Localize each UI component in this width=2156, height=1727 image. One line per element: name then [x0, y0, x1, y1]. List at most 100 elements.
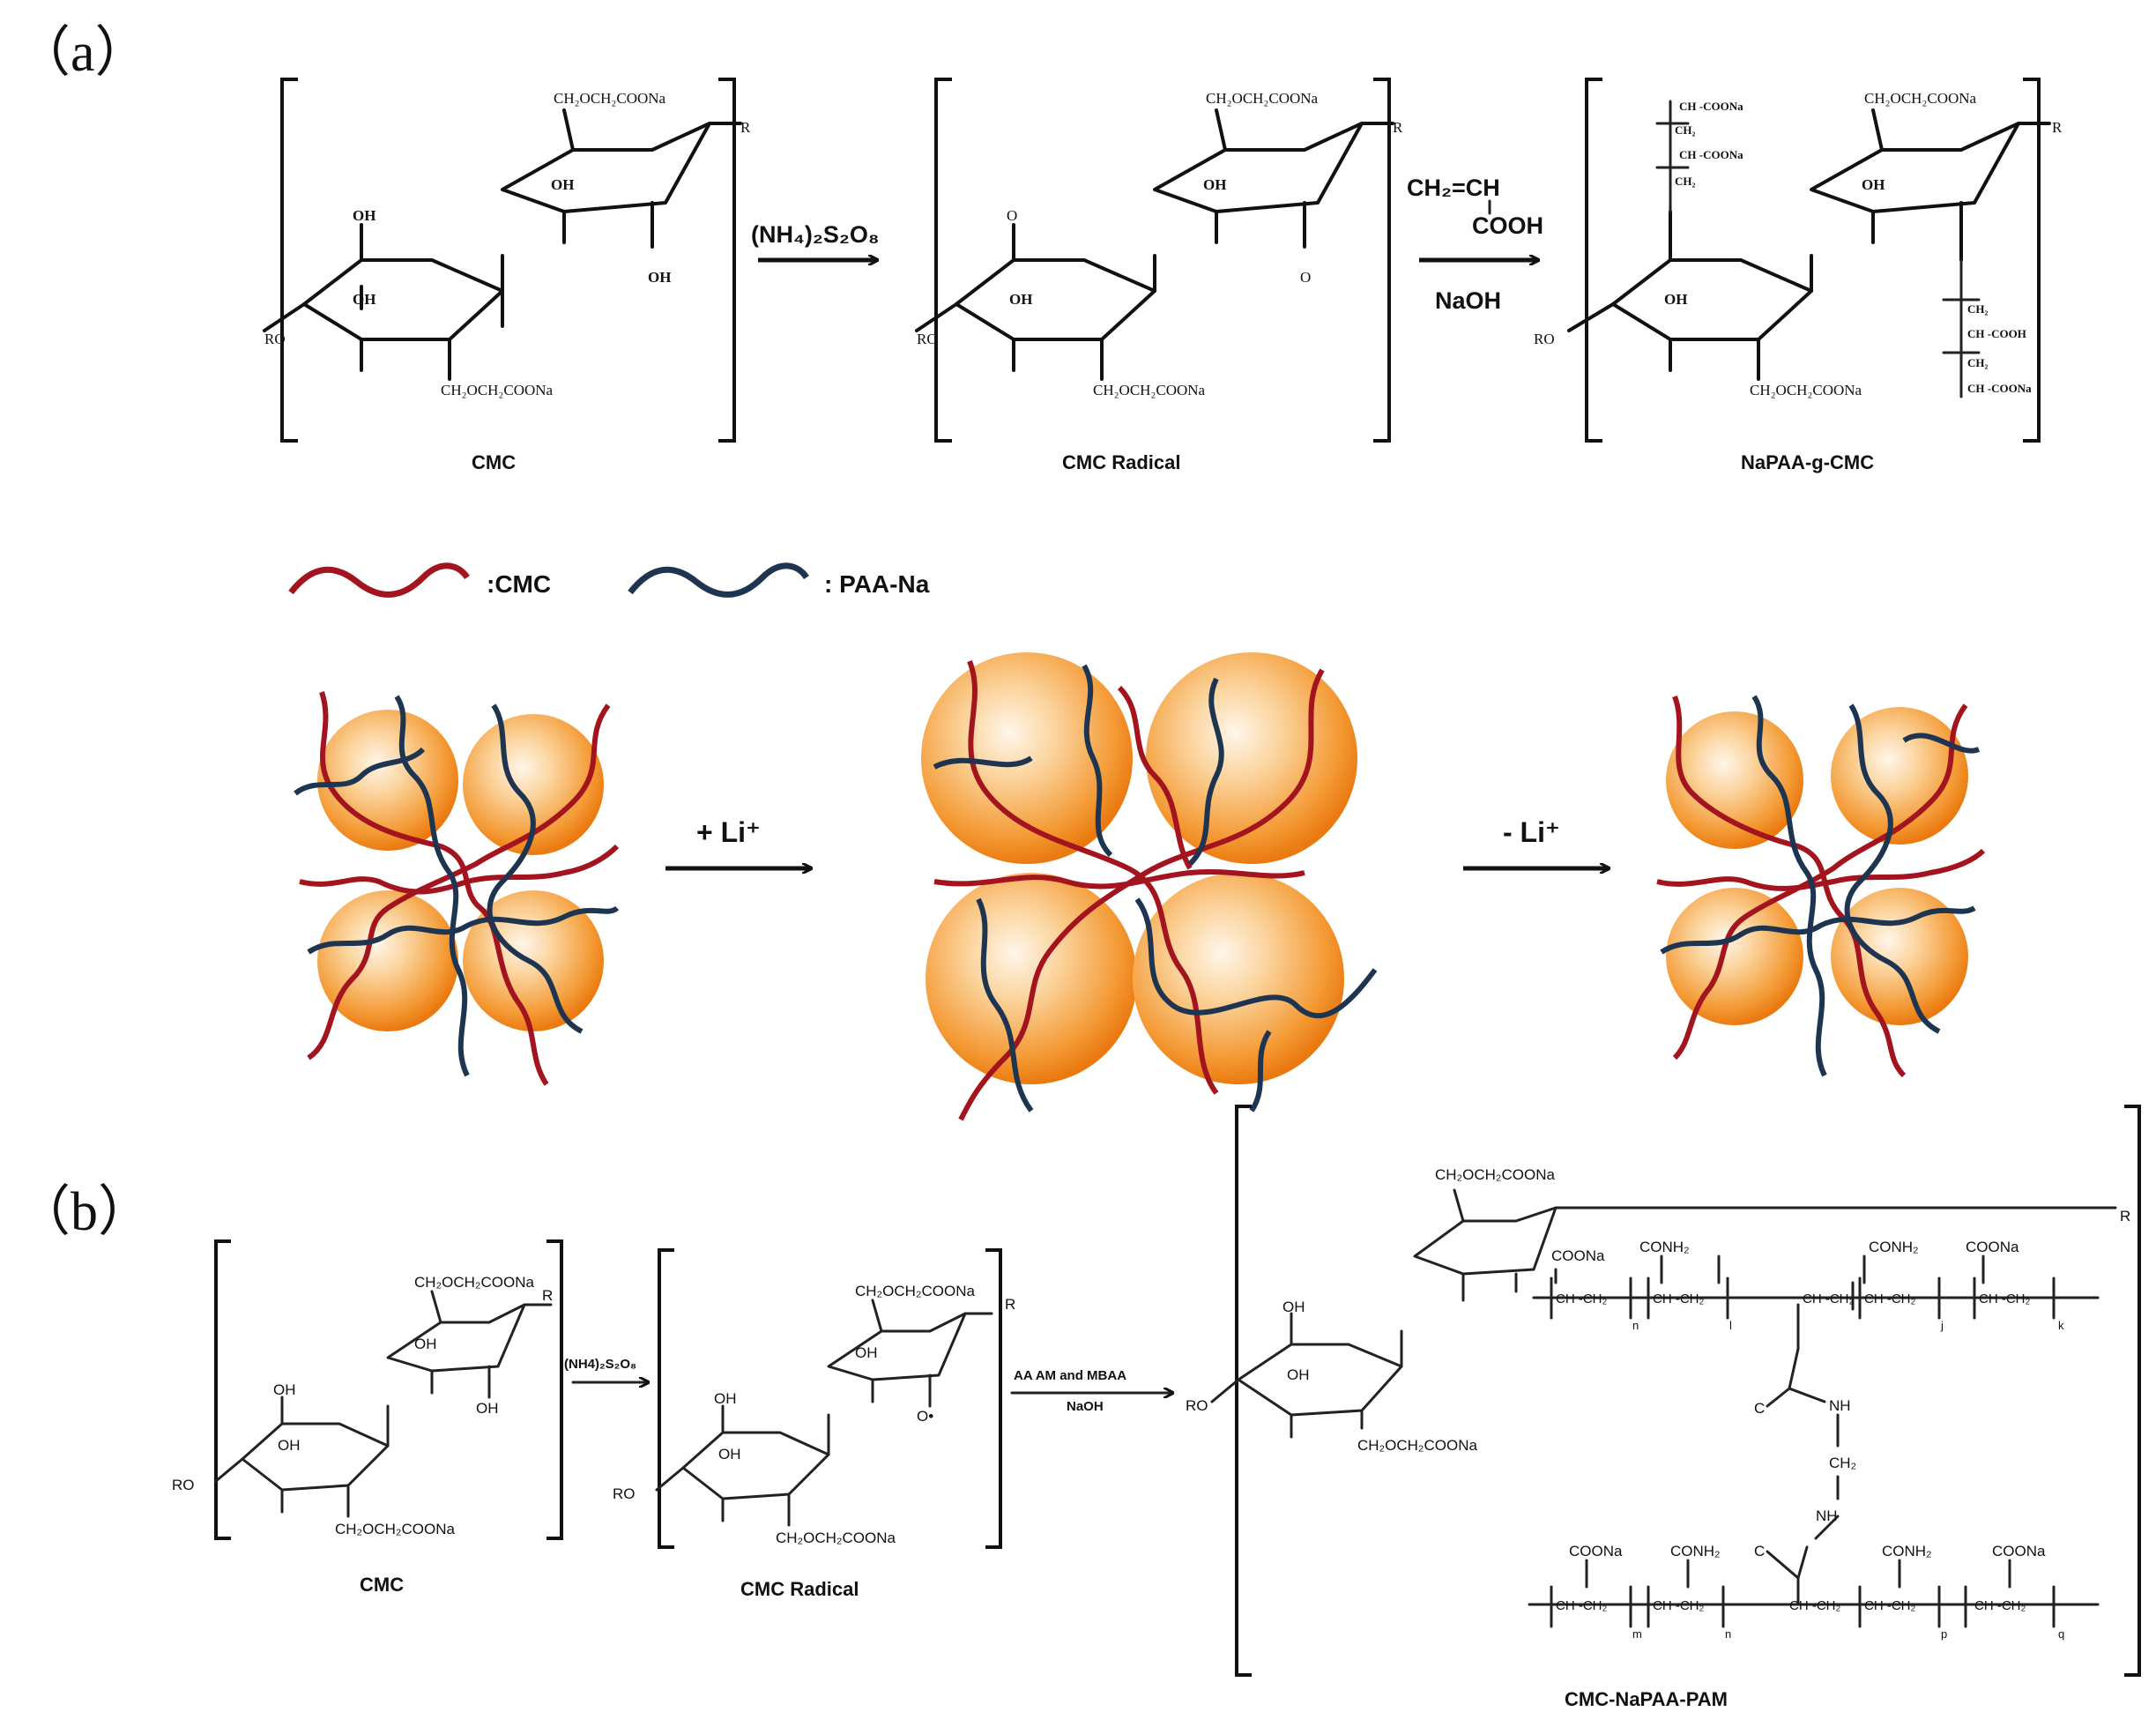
graft-unit: CH -COOH — [1967, 327, 2026, 340]
oh-label: OH — [855, 1344, 878, 1361]
reaction-arrow-2: CH₂=CH COOH NaOH — [1407, 175, 1543, 314]
structure-name: CMC — [472, 451, 516, 473]
legend-swatch-paa — [628, 562, 809, 598]
crosslink-atom: NH — [1829, 1397, 1851, 1414]
ro-label: RO — [917, 331, 938, 347]
si-particle — [1666, 711, 1803, 849]
oh-label: OH — [273, 1381, 296, 1398]
repeat-subscript: m — [1632, 1627, 1642, 1641]
bottom-substituent: CH₂OCH₂COONa — [335, 1521, 456, 1537]
structure-cmc-b: RO OH OH OH OH CH₂OCH₂COONa CH₂OCH₂COONa… — [172, 1239, 563, 1596]
chain-unit: CH -CH₂ — [1653, 1598, 1704, 1613]
chain-unit: CH -CH₂ — [1556, 1598, 1607, 1613]
structure-name: CMC-NaPAA-PAM — [1565, 1688, 1728, 1710]
r-label: R — [740, 119, 751, 136]
graft-unit: CH -COONa — [1679, 148, 1743, 161]
r-label: R — [2052, 119, 2063, 136]
structure-cmc-napaa-pam: RO OH OH CH₂OCH₂COONa CH₂OCH₂COONa R COO… — [1186, 1105, 2141, 1710]
paa-chain — [1249, 1030, 1272, 1113]
oh-label: OH — [1009, 291, 1032, 308]
cmc-chain — [967, 659, 1219, 1095]
reagent-top-label: AA AM and MBAA — [1014, 1368, 1126, 1383]
ro-label: RO — [172, 1477, 195, 1493]
paa-chain — [487, 703, 584, 1034]
graft-unit: CH -COONa — [1679, 100, 1743, 113]
radical-o: O• — [917, 1408, 933, 1425]
cmc-chain — [933, 868, 1305, 890]
side-group: CONH₂ — [1670, 1543, 1721, 1560]
step-label: - Li⁺ — [1503, 816, 1560, 848]
reagent-mid-label: COOH — [1472, 212, 1543, 239]
si-particle — [1146, 652, 1357, 864]
oh-label: OH — [476, 1400, 499, 1417]
oh-label: OH — [1203, 176, 1226, 193]
reagent-top-label: CH₂=CH — [1407, 175, 1500, 201]
oh-label: OH — [414, 1336, 437, 1352]
step-label: + Li⁺ — [696, 816, 761, 848]
paa-chain — [307, 905, 620, 955]
chain-unit: CH -CH₂ — [1556, 1292, 1607, 1306]
r-label: R — [1005, 1296, 1015, 1313]
top-substituent: CH₂OCH₂COONa — [1864, 90, 1977, 107]
bottom-substituent: CH₂OCH₂COONa — [1750, 382, 1862, 398]
oh-label: OH — [1862, 176, 1885, 193]
oh-label: OH — [1282, 1299, 1305, 1315]
reagent-label: (NH4)₂S₂O₈ — [564, 1357, 636, 1372]
step-arrow-lithiation: + Li⁺ — [665, 816, 811, 868]
reagent-bottom-label: NaOH — [1435, 287, 1501, 314]
paa-chain — [1187, 677, 1224, 867]
graft-unit: CH₂ — [1675, 175, 1696, 188]
legend-label-paa: : PAA-Na — [824, 570, 930, 598]
radical-o: O — [1300, 269, 1311, 286]
repeat-subscript: n — [1632, 1319, 1639, 1332]
side-group: CONH₂ — [1639, 1239, 1690, 1255]
ro-label: RO — [1186, 1397, 1208, 1414]
top-substituent: CH₂OCH₂COONa — [1206, 90, 1319, 107]
bottom-substituent: CH₂OCH₂COONa — [1357, 1437, 1478, 1454]
paa-chain — [1844, 703, 1941, 1034]
paa-chain — [1082, 664, 1113, 858]
si-particle — [317, 710, 458, 851]
ro-label: RO — [613, 1485, 636, 1502]
repeat-subscript: j — [1940, 1319, 1944, 1332]
oh-label: OH — [718, 1446, 741, 1463]
cmc-chain — [299, 844, 620, 895]
si-particle — [317, 890, 458, 1031]
paa-chain — [294, 747, 426, 796]
cmc-chain — [958, 668, 1325, 1121]
cmc-chain — [319, 691, 549, 1086]
graft-unit: CH₂ — [1967, 302, 1989, 316]
r-label: R — [542, 1287, 553, 1304]
graft-unit: CH -COONa — [1967, 382, 2032, 395]
paa-chain — [1134, 897, 1378, 1019]
si-particle — [926, 873, 1137, 1084]
side-group: CONH₂ — [1882, 1543, 1932, 1560]
si-particle — [1666, 888, 1803, 1025]
reagent-label: (NH₄)₂S₂O₈ — [751, 221, 880, 248]
bottom-substituent: CH₂OCH₂COONa — [441, 382, 554, 398]
chain-unit: CH -CH₂ — [1653, 1292, 1704, 1306]
side-group: COONa — [1551, 1247, 1605, 1264]
legend-swatch-cmc — [288, 562, 470, 598]
crosslink-atom: C — [1754, 1400, 1765, 1417]
top-substituent: CH₂OCH₂COONa — [554, 90, 666, 107]
side-group: COONa — [1569, 1543, 1623, 1560]
legend: :CMC : PAA-Na — [288, 562, 930, 598]
chain-unit: CH -CH₂ — [1864, 1292, 1915, 1306]
reaction-arrow-b2: AA AM and MBAA NaOH — [1010, 1368, 1172, 1414]
chain-unit: CH -CH₂ — [1974, 1598, 2026, 1613]
paa-chain — [933, 756, 1033, 770]
reaction-arrow-b1: (NH4)₂S₂O₈ — [564, 1357, 648, 1382]
oh-label: OH — [714, 1390, 737, 1407]
crosslink-atom: C — [1754, 1543, 1765, 1560]
particle-cluster-expanded — [921, 652, 1378, 1121]
graft-unit: CH₂ — [1675, 123, 1696, 137]
crosslink-atom: NH — [1816, 1507, 1838, 1524]
bottom-substituent: CH₂OCH₂COONa — [776, 1530, 896, 1546]
repeat-subscript: l — [1729, 1319, 1732, 1332]
paa-chain — [1660, 905, 1976, 955]
ro-label: RO — [264, 331, 286, 347]
repeat-subscript: k — [2058, 1319, 2064, 1332]
crosslink-atom: CH₂ — [1829, 1455, 1856, 1471]
structure-cmc-radical-a: RO O OH OH O CH₂OCH₂COONa CH₂OCH₂COONa R… — [915, 78, 1403, 473]
